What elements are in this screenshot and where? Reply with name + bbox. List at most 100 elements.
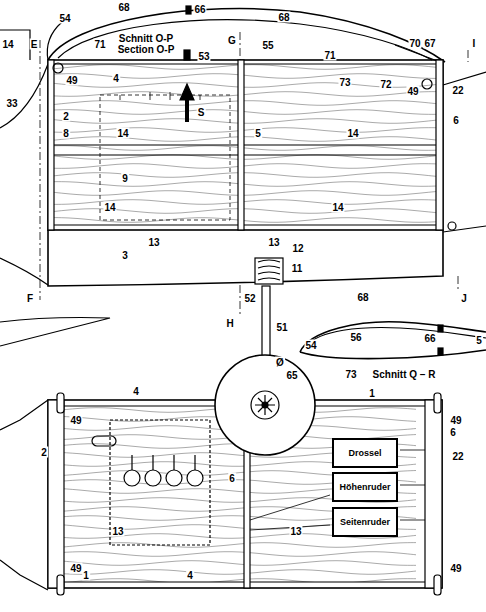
- plan-stroke: [40, 32, 468, 315]
- plan-stroke: [166, 470, 182, 486]
- plan-stroke: [48, 224, 443, 225]
- callout-number: 71: [93, 39, 106, 50]
- callout-number: 13: [111, 526, 124, 537]
- plan-stroke: [300, 350, 486, 359]
- plan-stroke: [185, 98, 189, 122]
- callout-number: 12: [291, 243, 304, 254]
- plan-stroke: [448, 222, 456, 230]
- plan-stroke: [48, 60, 54, 230]
- callout-number: 68: [356, 292, 369, 303]
- plan-stroke: [53, 119, 437, 124]
- callout-number: 65: [285, 370, 298, 381]
- callout-number: 9: [121, 173, 129, 184]
- callout-number: 51: [275, 322, 288, 333]
- callout-number: 8: [62, 128, 70, 139]
- callout-number: 55: [261, 40, 274, 51]
- plan-stroke: [53, 164, 437, 169]
- callout-number: 73: [338, 77, 351, 88]
- plan-stroke: [64, 552, 416, 557]
- callout-number: 49: [406, 86, 419, 97]
- callout-number: 68: [277, 12, 290, 23]
- callout-number: 13: [289, 526, 302, 537]
- callout-number: 6: [452, 115, 460, 126]
- plan-stroke: [53, 146, 437, 151]
- callout-number: 67: [423, 38, 436, 49]
- callout-number: 66: [423, 333, 436, 344]
- plan-stroke: [48, 144, 443, 145]
- callout-number: Schnitt Q – R: [372, 369, 437, 380]
- callout-number: 22: [451, 85, 464, 96]
- callout-number: Ø: [275, 357, 285, 368]
- plan-stroke: [180, 84, 194, 100]
- callout-number: 53: [197, 51, 210, 62]
- plan-stroke: [262, 286, 270, 356]
- plan-stroke: [0, 6, 486, 595]
- callout-number: E: [30, 39, 39, 50]
- plan-stroke: [48, 63, 443, 64]
- callout-number: 6: [228, 473, 236, 484]
- callout-number: 54: [304, 340, 317, 351]
- plan-stroke: [48, 400, 64, 588]
- plan-stroke: [438, 348, 443, 355]
- plan-stroke: [53, 65, 437, 223]
- plan-stroke: [145, 470, 161, 486]
- callout-number: I: [472, 38, 477, 49]
- plan-stroke: [434, 393, 441, 413]
- callout-number: 4: [112, 73, 120, 84]
- plan-stroke: [0, 318, 110, 347]
- plan-stroke: [0, 30, 30, 60]
- plan-stroke: [0, 258, 48, 285]
- plan-stroke: [262, 402, 268, 408]
- plan-stroke: [53, 128, 437, 133]
- callout-number: 14: [331, 202, 344, 213]
- callout-number: 13: [267, 237, 280, 248]
- callout-number: G: [227, 35, 237, 46]
- callout-number: 14: [116, 128, 129, 139]
- plan-stroke: [100, 95, 230, 220]
- callout-number: 5: [254, 128, 262, 139]
- plan-stroke: [258, 260, 280, 280]
- plan-stroke: [53, 92, 437, 97]
- servo-box: Seitenruder: [332, 507, 398, 537]
- callout-number: 14: [346, 128, 359, 139]
- callout-number: 70: [408, 38, 421, 49]
- plan-stroke: [425, 400, 442, 588]
- callout-number: Section O-P: [117, 44, 176, 55]
- plan-stroke: [124, 470, 203, 486]
- plan-stroke: [53, 182, 437, 187]
- plan-stroke: [132, 455, 195, 470]
- callout-number: Schnitt O-P: [118, 33, 174, 44]
- plan-stroke: [400, 450, 425, 520]
- callout-number: 49: [449, 415, 462, 426]
- plan-stroke: [306, 328, 486, 346]
- callout-number: 54: [58, 13, 71, 24]
- callout-number: 66: [193, 4, 206, 15]
- plan-stroke: [187, 470, 203, 486]
- callout-number: 3: [121, 250, 129, 261]
- plan-stroke: [53, 191, 437, 196]
- callout-number: 11: [291, 263, 304, 274]
- plan-stroke: [434, 575, 441, 595]
- callout-number: 22: [451, 451, 464, 462]
- servo-box: Drossel: [332, 438, 398, 468]
- callout-number: 5: [475, 335, 483, 346]
- plan-stroke: [48, 9, 445, 62]
- plan-stroke: [48, 230, 443, 286]
- plan-stroke: [53, 65, 437, 70]
- callout-number: 1: [82, 570, 90, 581]
- callout-number: 2: [62, 111, 70, 122]
- plan-stroke: [57, 575, 64, 595]
- plan-stroke: [64, 543, 416, 548]
- plan-stroke: [0, 64, 48, 128]
- callout-number: 49: [65, 75, 78, 86]
- callout-number: 13: [147, 237, 160, 248]
- callout-number: 71: [323, 50, 336, 61]
- callout-number: H: [225, 318, 234, 329]
- callout-number: 14: [103, 202, 116, 213]
- plan-stroke: [58, 20, 432, 60]
- plan-stroke: [255, 395, 275, 415]
- plan-stroke: [251, 391, 279, 419]
- plan-stroke: [64, 561, 416, 566]
- callout-number: 2: [40, 447, 48, 458]
- plan-stroke: [124, 470, 140, 486]
